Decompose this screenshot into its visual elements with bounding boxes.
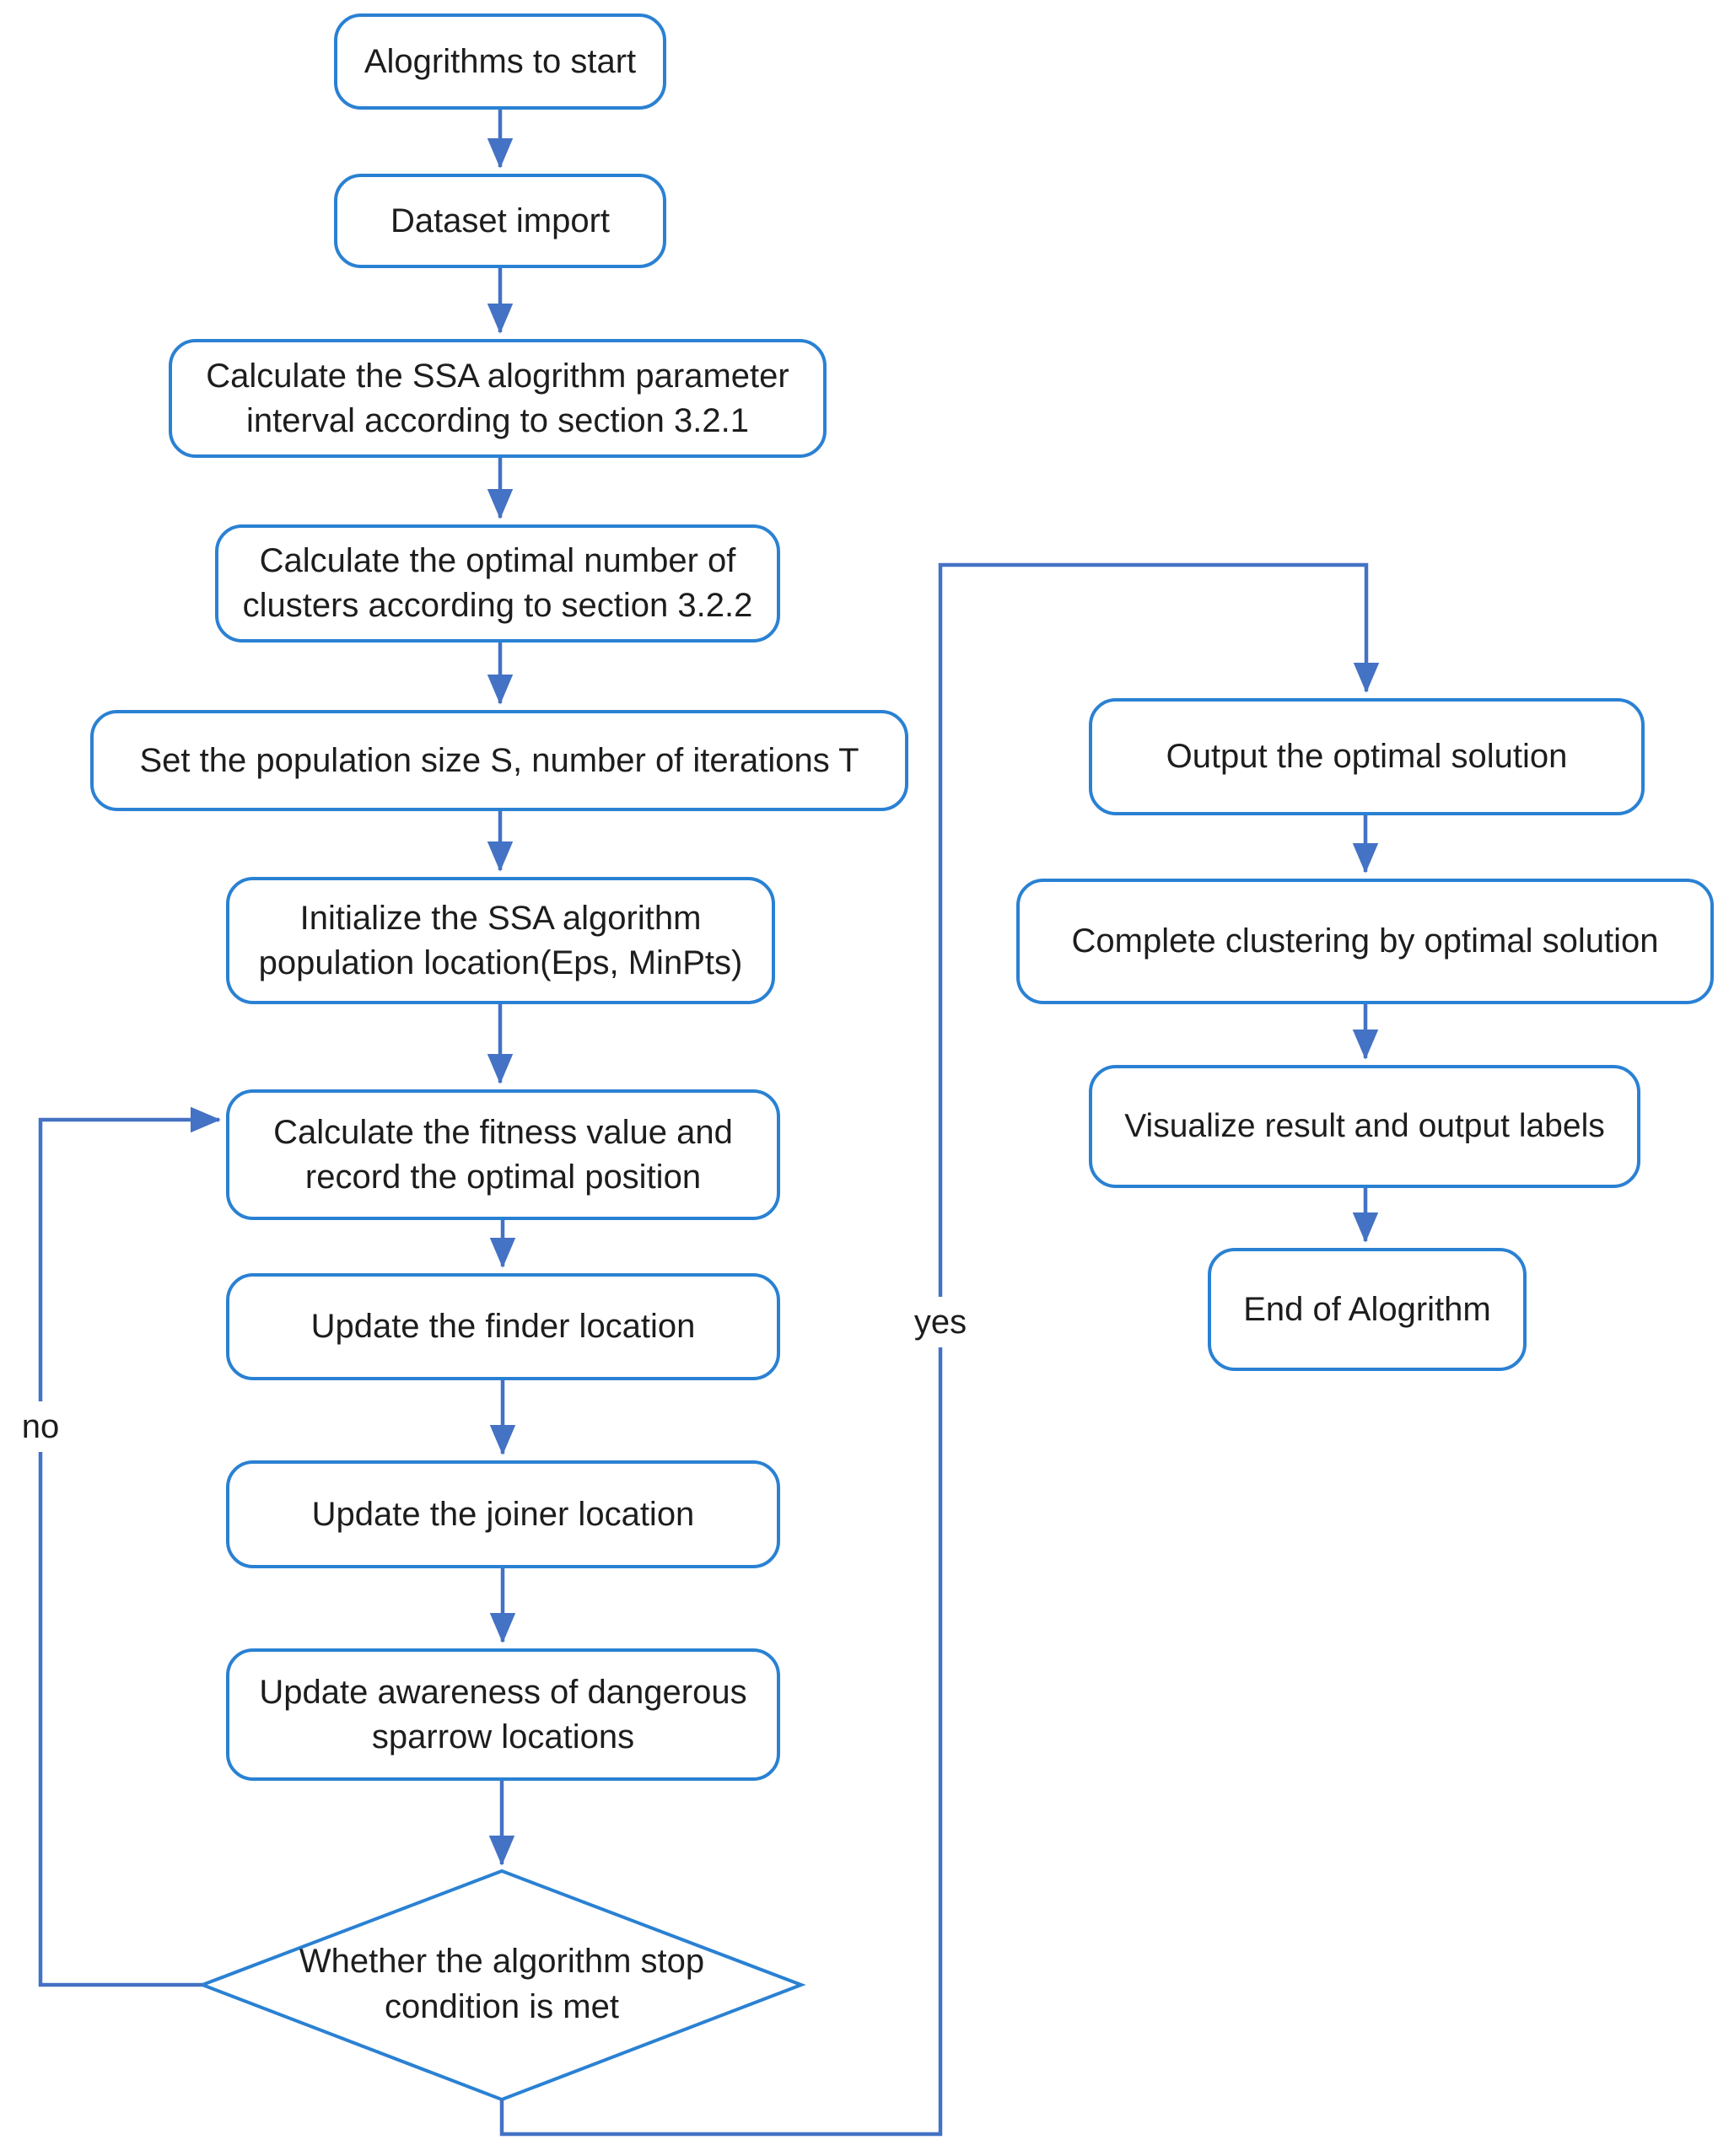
node-output-solution: Output the optimal solution <box>1089 698 1645 815</box>
node-update-joiner: Update the joiner location <box>226 1460 780 1568</box>
node-dataset-import: Dataset import <box>334 174 666 268</box>
edge-yes-path <box>499 562 1380 2137</box>
node-visualize-result: Visualize result and output labels <box>1089 1065 1640 1188</box>
node-update-finder: Update the finder location <box>226 1273 780 1380</box>
node-complete-clustering: Complete clustering by optimal solution <box>1016 879 1714 1004</box>
node-start: Alogrithms to start <box>334 13 666 110</box>
node-init-population: Initialize the SSA algorithm population … <box>226 877 775 1004</box>
node-end: End of Alogrithm <box>1208 1248 1527 1371</box>
node-calc-optimal-clusters: Calculate the optimal number of clusters… <box>215 524 780 642</box>
node-set-population-size: Set the population size S, number of ite… <box>90 710 908 811</box>
node-calc-fitness: Calculate the fitness value and record t… <box>226 1089 780 1220</box>
node-update-awareness: Update awareness of dangerous sparrow lo… <box>226 1648 780 1781</box>
edge-label-no: no <box>18 1401 63 1452</box>
node-calc-param-interval: Calculate the SSA alogrithm parameter in… <box>169 339 827 458</box>
node-stop-condition: Whether the algorithm stop condition is … <box>299 1943 705 2025</box>
edge-no-loop <box>38 1106 221 1987</box>
edge-label-yes: yes <box>910 1297 971 1347</box>
